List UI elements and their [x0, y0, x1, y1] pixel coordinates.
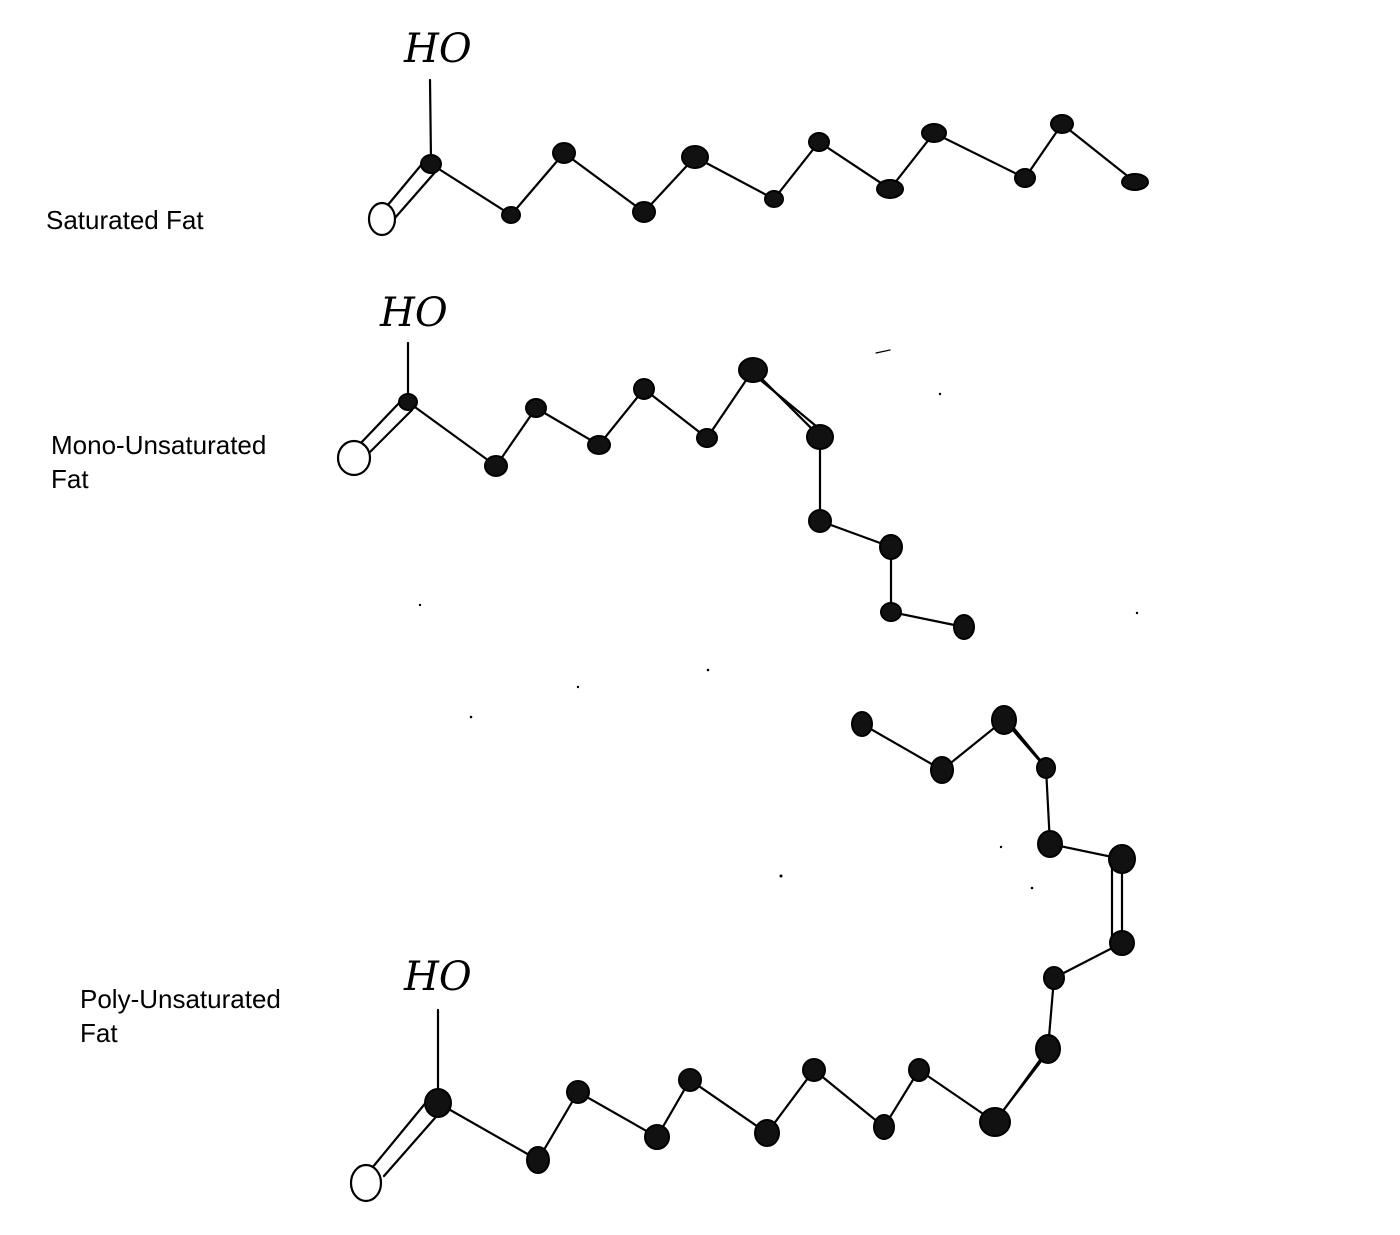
- carbon-atom: [979, 1107, 1011, 1137]
- poly-hydroxyl-label: HO: [403, 954, 472, 1000]
- carbon-atom: [879, 534, 903, 560]
- carbon-atom: [1108, 844, 1136, 874]
- mono-cis-double-bond: [756, 376, 818, 428]
- pen-speck: [938, 392, 942, 396]
- saturated-carbon-atoms: [420, 114, 1149, 224]
- carbon-atom: [1050, 114, 1074, 134]
- poly-double-bond-3: [1010, 724, 1042, 762]
- carbon-atom: [484, 455, 508, 477]
- pen-speck: [576, 685, 580, 689]
- poly-unsaturated-fat-label: Poly-Unsaturated Fat: [80, 984, 281, 1048]
- poly-carbon-chain: [436, 718, 1124, 1162]
- pen-speck: [779, 874, 783, 878]
- saturated-hydroxyl-label: HO: [403, 26, 472, 72]
- carbon-atom: [525, 398, 547, 418]
- carbon-atom: [587, 435, 611, 455]
- carbon-atom: [1036, 757, 1056, 779]
- carbon-atom: [420, 154, 442, 174]
- mono-carbonyl-oxygen: [336, 439, 372, 477]
- mono-co-double-bond-b: [368, 408, 414, 454]
- mono-carbon-atoms: [398, 357, 975, 640]
- carbon-atom: [644, 1124, 670, 1150]
- poly-carbon-atoms: [424, 705, 1136, 1174]
- saturated-fat-label: Saturated Fat: [46, 205, 204, 235]
- carbon-atom: [880, 602, 902, 622]
- carbon-atom: [808, 132, 830, 152]
- carbon-atom: [921, 123, 947, 143]
- carbon-atom: [552, 142, 576, 164]
- mono-co-double-bond-a: [356, 400, 402, 448]
- carbon-atom: [1037, 830, 1063, 858]
- carbon-atom: [953, 614, 975, 640]
- carbon-atom: [851, 711, 873, 737]
- poly-co-double-bond-b: [382, 1108, 444, 1178]
- carbon-atom: [991, 705, 1017, 735]
- carbon-atom: [930, 756, 954, 784]
- poly-co-double-bond-a: [370, 1098, 430, 1170]
- pen-speck: [875, 349, 891, 354]
- mono-unsaturated-fat-label: Mono-Unsaturated Fat: [51, 430, 267, 494]
- carbon-atom: [566, 1080, 590, 1104]
- carbon-atom: [754, 1119, 780, 1147]
- carbon-atom: [633, 378, 655, 400]
- carbon-atom: [876, 179, 904, 199]
- saturated-carbonyl-oxygen: [367, 201, 397, 237]
- saturated-fat-molecule: HO: [367, 26, 1149, 237]
- carbon-atom: [806, 424, 834, 450]
- carbon-atom: [681, 145, 709, 169]
- pen-speck: [1135, 611, 1139, 615]
- carbon-atom: [1121, 173, 1149, 191]
- mono-carbon-chain: [406, 368, 966, 629]
- carbon-atom: [738, 357, 768, 383]
- pen-speck: [706, 668, 710, 672]
- carbon-atom: [764, 190, 784, 208]
- carbon-atom: [873, 1114, 895, 1140]
- poly-unsaturated-fat-molecule: HO: [349, 705, 1136, 1203]
- saturated-oh-bond: [428, 78, 433, 162]
- carbon-atom: [1035, 1034, 1061, 1064]
- carbon-atom: [1109, 930, 1135, 956]
- carbon-atom: [802, 1058, 826, 1082]
- saturated-co-double-bond-b: [392, 168, 439, 221]
- pen-speck: [1030, 886, 1034, 890]
- pen-speck: [418, 603, 422, 607]
- carbon-atom: [526, 1146, 550, 1174]
- carbon-atom: [808, 509, 832, 533]
- pen-speck: [999, 845, 1003, 849]
- carbon-atom: [501, 206, 521, 224]
- carbon-atom: [1043, 966, 1065, 990]
- poly-double-bond-1: [1000, 1058, 1044, 1114]
- carbon-atom: [696, 428, 718, 448]
- carbon-atom: [424, 1088, 452, 1118]
- carbon-atom: [678, 1068, 702, 1092]
- carbon-atom: [398, 393, 418, 411]
- pen-speck: [469, 715, 473, 719]
- poly-carbonyl-oxygen: [349, 1163, 383, 1203]
- stray-pen-marks: [418, 349, 1139, 890]
- carbon-atom: [632, 201, 656, 223]
- saturated-carbon-chain: [429, 122, 1137, 217]
- carbon-atom: [908, 1058, 930, 1082]
- carbon-atom: [1014, 168, 1036, 188]
- mono-hydroxyl-label: HO: [379, 290, 448, 336]
- mono-unsaturated-fat-molecule: HO: [336, 290, 975, 640]
